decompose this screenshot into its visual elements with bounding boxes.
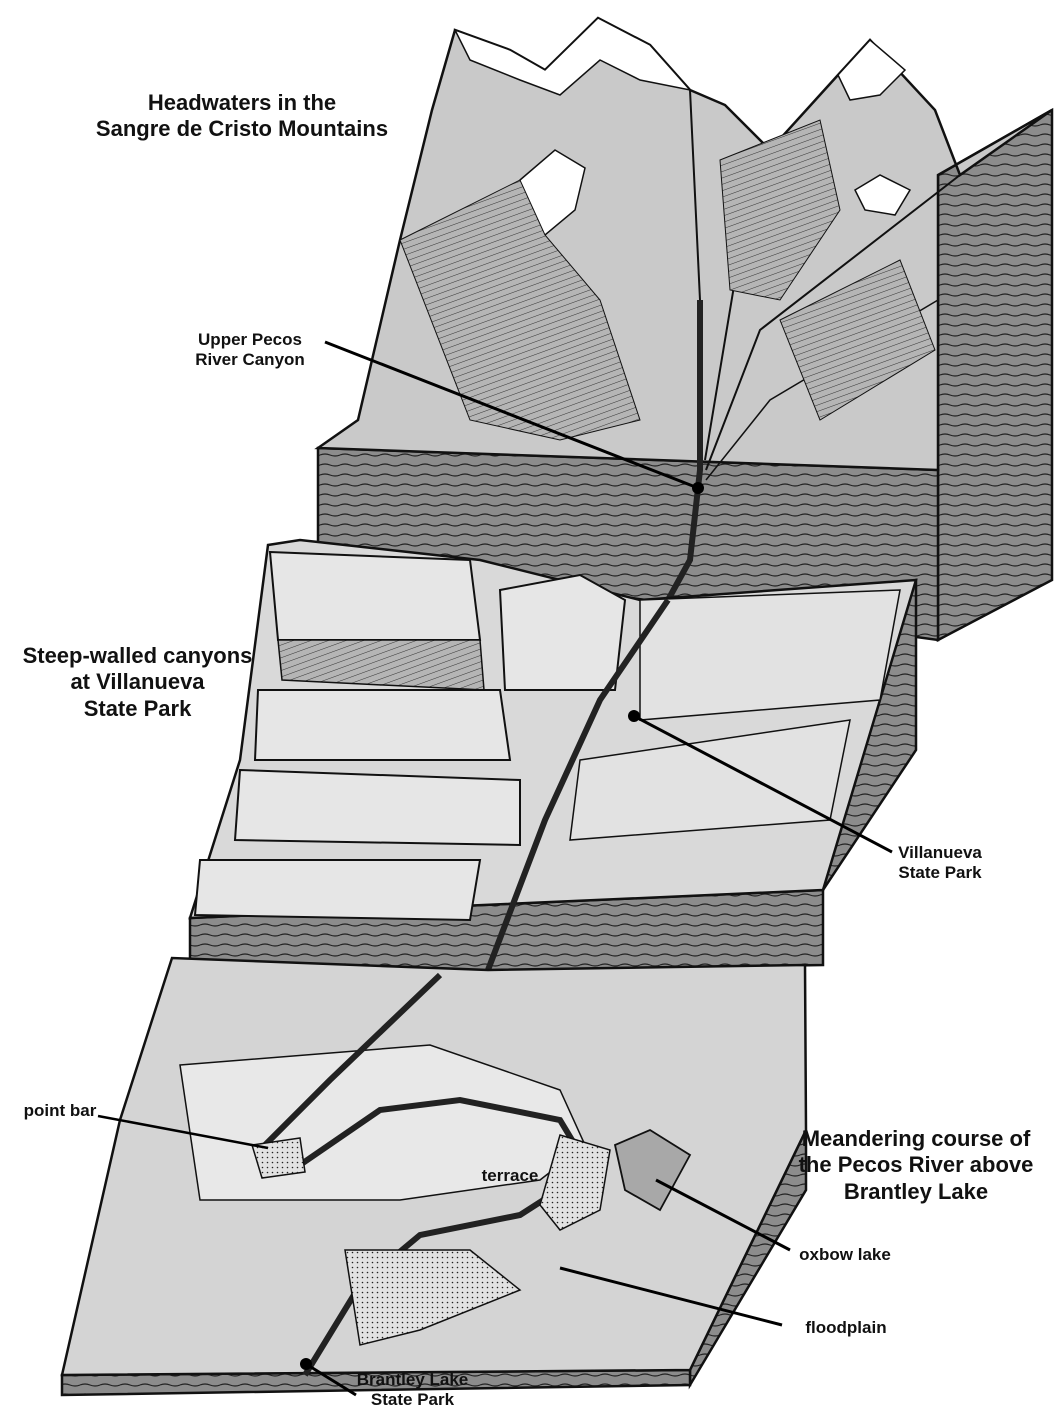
heading-headwaters-line-1: Headwaters in the: [72, 90, 412, 116]
label-brantley-line-1: Brantley Lake: [330, 1370, 495, 1390]
label-terrace: terrace: [455, 1166, 565, 1186]
heading-canyons-line-1: Steep-walled canyons: [0, 643, 275, 669]
label-upper-pecos-line-1: Upper Pecos: [170, 330, 330, 350]
label-upper-pecos-line-2: River Canyon: [170, 350, 330, 370]
label-villanueva: Villanueva State Park: [880, 843, 1000, 884]
label-villanueva-line-1: Villanueva: [880, 843, 1000, 863]
heading-canyons-line-3: State Park: [0, 696, 275, 722]
label-point-bar: point bar: [10, 1101, 110, 1121]
label-floodplain: floodplain: [786, 1318, 906, 1338]
label-upper-pecos: Upper Pecos River Canyon: [170, 330, 330, 371]
heading-meandering-line-3: Brantley Lake: [780, 1179, 1052, 1205]
label-brantley-line-2: State Park: [330, 1390, 495, 1410]
canyon-block: [190, 540, 916, 975]
meander-block: [62, 958, 806, 1395]
heading-canyons: Steep-walled canyons at Villanueva State…: [0, 643, 275, 722]
mountain-block: [318, 18, 1052, 640]
heading-meandering-line-2: the Pecos River above: [780, 1152, 1052, 1178]
label-oxbow-lake: oxbow lake: [790, 1245, 900, 1265]
label-brantley: Brantley Lake State Park: [330, 1370, 495, 1411]
heading-canyons-line-2: at Villanueva: [0, 669, 275, 695]
heading-meandering: Meandering course of the Pecos River abo…: [780, 1126, 1052, 1205]
heading-headwaters: Headwaters in the Sangre de Cristo Mount…: [72, 90, 412, 143]
heading-headwaters-line-2: Sangre de Cristo Mountains: [72, 116, 412, 142]
heading-meandering-line-1: Meandering course of: [780, 1126, 1052, 1152]
label-villanueva-line-2: State Park: [880, 863, 1000, 883]
